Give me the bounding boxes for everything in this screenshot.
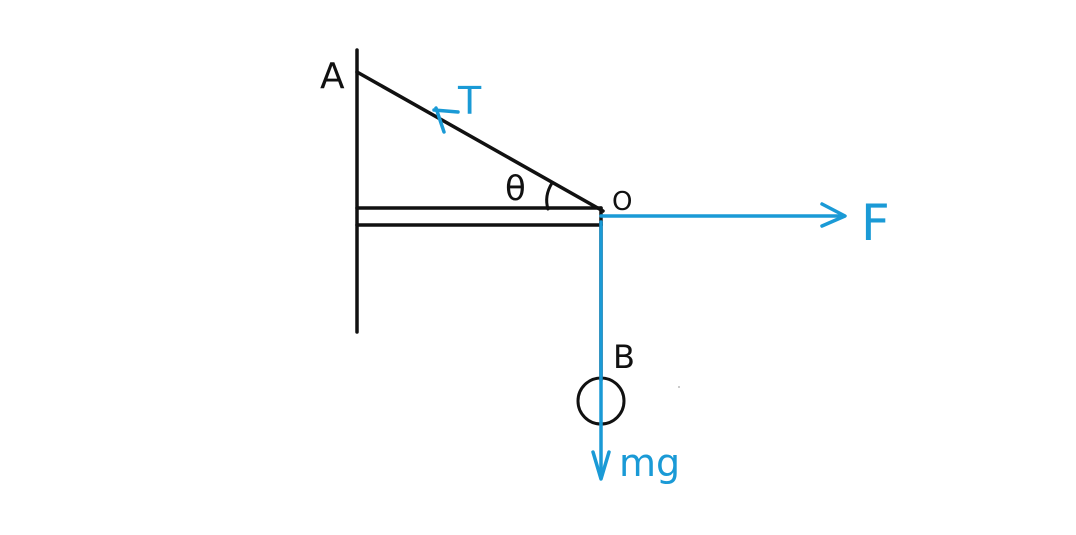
stray-mark <box>678 386 680 388</box>
label-point-a: A <box>320 56 345 97</box>
angle-arc <box>545 181 554 211</box>
weight-arrow <box>591 220 611 481</box>
tension-arrow <box>432 106 460 134</box>
label-tension: T <box>457 79 482 123</box>
label-angle: θ <box>505 169 526 209</box>
horizontal-rod <box>355 206 603 227</box>
force-f-arrow <box>599 202 847 228</box>
label-point-o: O <box>612 187 632 217</box>
label-applied-force: F <box>861 194 890 252</box>
label-weight: mg <box>619 441 680 485</box>
rope-ao <box>355 70 605 213</box>
label-point-b: B <box>613 338 635 376</box>
